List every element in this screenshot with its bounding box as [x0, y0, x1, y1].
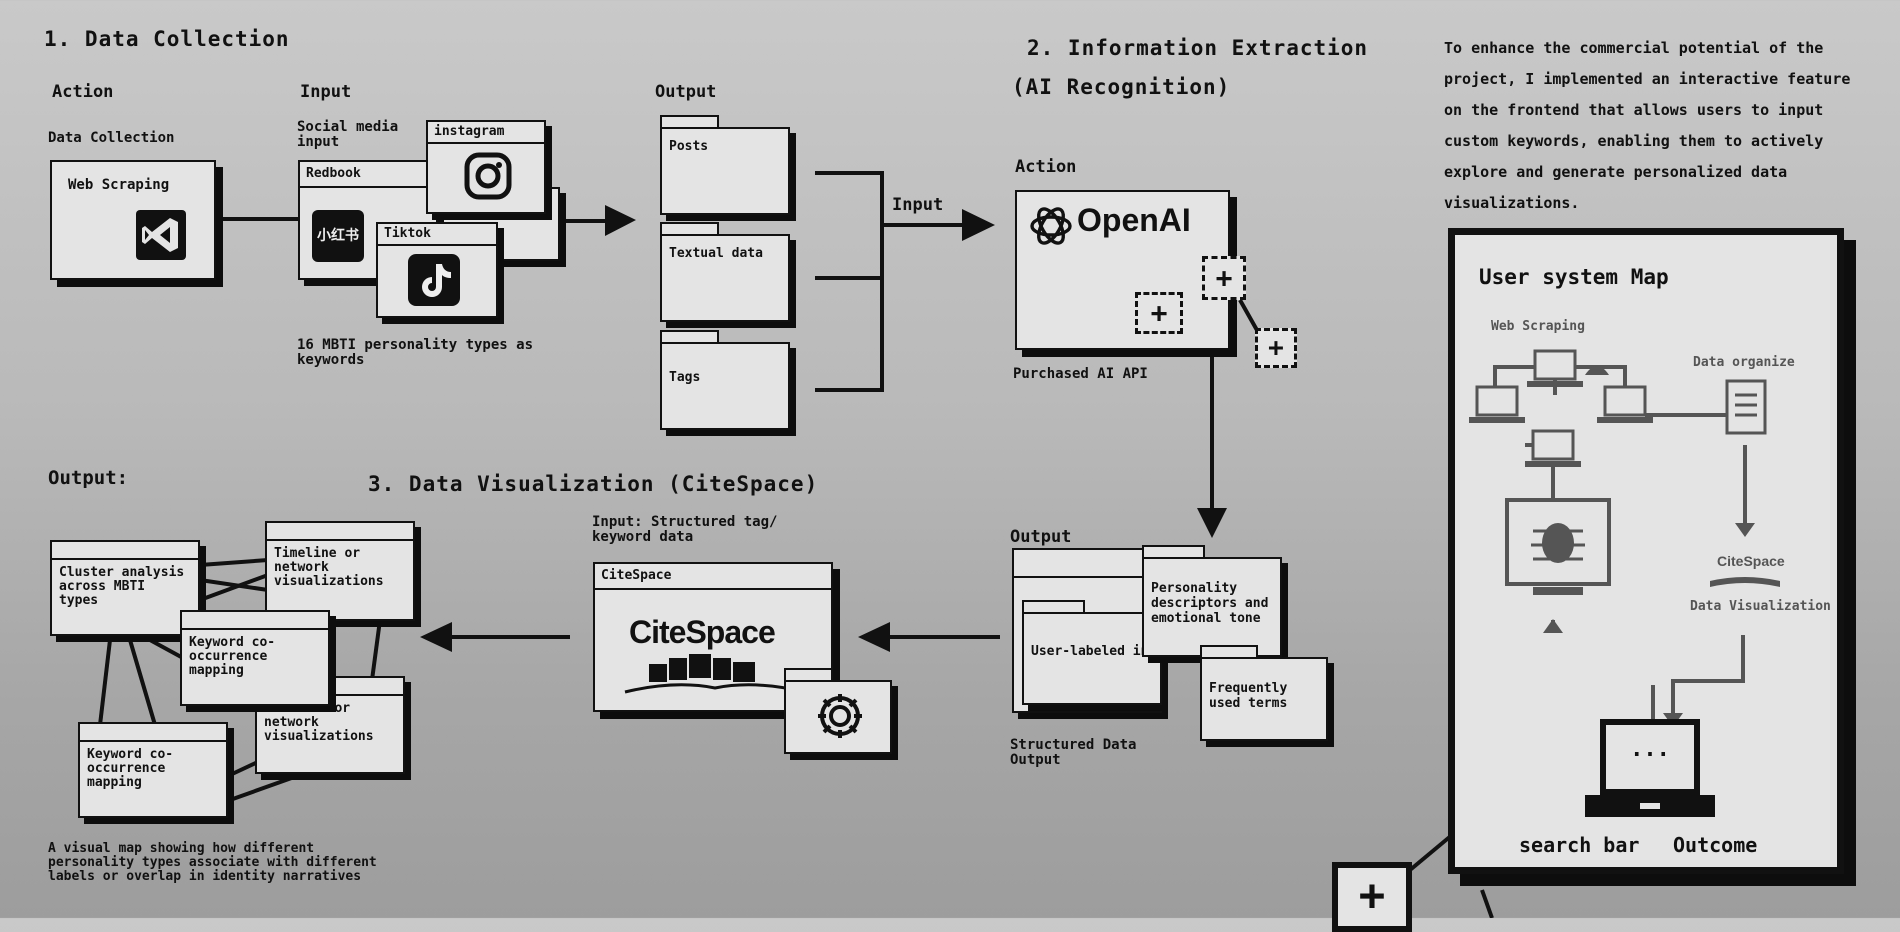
section2-action-label: Action: [1015, 157, 1077, 177]
folder-user-labeled: User-labeled in: [1022, 600, 1162, 705]
output-window-keyword-label: Keyword co-occurrence mapping: [189, 635, 276, 678]
web-scraping-label: Web Scraping: [68, 177, 170, 193]
map-search-bar-label: search bar: [1519, 833, 1640, 857]
section2-output-label: Output: [1010, 527, 1072, 547]
map-diagram: [1469, 349, 1780, 727]
folder-tags: Tags: [660, 330, 790, 430]
instagram-window: instagram: [426, 120, 546, 214]
user-system-map: User system Map Web Scraping Data organi…: [1448, 228, 1844, 874]
laptop-base: [1585, 795, 1715, 817]
redbook-logo-icon: 小红书: [312, 210, 364, 262]
map-data-visualization: Data Visualization: [1690, 599, 1831, 614]
map-data-organize: Data organize: [1693, 355, 1795, 370]
map-outcome-label: Outcome: [1673, 833, 1758, 857]
gear-icon: [818, 694, 862, 738]
document-icon: [1725, 379, 1767, 435]
plus-icon: +: [1202, 256, 1246, 300]
structured-note: Structured Data Output: [1010, 737, 1137, 768]
map-web-scraping: Web Scraping: [1491, 319, 1585, 334]
section1-title: 1. Data Collection: [44, 27, 290, 51]
folder-frequent-label: Frequently used terms: [1200, 657, 1328, 741]
citespace-window-title: CiteSpace: [595, 564, 831, 590]
openai-box: OpenAI +: [1015, 190, 1230, 350]
plus-icon[interactable]: +: [1332, 862, 1412, 932]
tiktok-title: Tiktok: [378, 224, 496, 246]
vscode-icon: [136, 210, 186, 260]
folder-posts-label: Posts: [660, 127, 790, 215]
plus-icon: +: [1255, 328, 1297, 368]
openai-text: OpenAI: [1077, 202, 1191, 238]
output-window-cluster-label: Cluster analysis across MBTI types: [59, 565, 185, 608]
section1-action-sub: Data Collection: [48, 130, 175, 146]
section2-subtitle: (AI Recognition): [1012, 75, 1231, 99]
output-window-cluster: Cluster analysis across MBTI types: [50, 540, 200, 636]
folder-personality: Personality descriptors and emotional to…: [1142, 545, 1282, 657]
section2-title: 2. Information Extraction: [1027, 36, 1369, 60]
plus-icon: +: [1135, 292, 1183, 334]
book-icon: [615, 652, 815, 706]
map-title: User system Map: [1479, 265, 1669, 289]
output-caption: A visual map showing how different perso…: [48, 841, 377, 884]
api-note: Purchased AI API: [1013, 366, 1148, 382]
output-window-timeline: Timeline or network visualizations: [265, 521, 415, 621]
settings-folder: [784, 668, 892, 754]
folder-user-labeled-label: User-labeled in: [1022, 612, 1162, 705]
output-window-keyword-2-label: Keyword co-occurrence mapping: [87, 747, 174, 790]
section1-input-label: Input: [300, 82, 352, 102]
folder-textual: Textual data: [660, 222, 790, 322]
folder-textual-label: Textual data: [660, 234, 790, 322]
bug-icon: [1505, 498, 1611, 595]
folder-frequent: Frequently used terms: [1200, 645, 1328, 741]
citespace-logo-text: CiteSpace: [629, 614, 776, 650]
search-laptop-screen: ...: [1600, 719, 1700, 795]
side-paragraph: To enhance the commercial potential of t…: [1444, 39, 1851, 212]
instagram-title: instagram: [428, 122, 544, 144]
hat-icon: [1585, 366, 1609, 375]
section1-action-label: Action: [52, 82, 114, 102]
folder-tags-label: Tags: [660, 342, 790, 430]
output-title: Output:: [48, 467, 129, 489]
bracket-input-label: Input: [892, 195, 944, 215]
folder-posts: Posts: [660, 115, 790, 215]
output-window-keyword: Keyword co-occurrence mapping: [180, 610, 330, 706]
laptop-icon: [1525, 429, 1581, 467]
output-window-keyword-2: Keyword co-occurrence mapping: [78, 722, 228, 818]
output-window-timeline-label: Timeline or network visualizations: [274, 546, 384, 589]
laptop-icon: [1527, 349, 1583, 387]
map-citespace-small: CiteSpace: [1717, 553, 1785, 569]
instagram-icon: [464, 152, 512, 204]
social-media-input-label: Social media input: [297, 119, 399, 150]
section1-output-label: Output: [655, 82, 717, 102]
openai-logo-icon: [1027, 202, 1075, 254]
web-scraping-box: Web Scraping: [50, 160, 216, 280]
section3-input-note: Input: Structured tag/ keyword data: [592, 514, 778, 545]
section3-title: 3. Data Visualization (CiteSpace): [368, 472, 819, 496]
laptop-icon: [1469, 385, 1525, 423]
redbook-title: Redbook: [300, 162, 436, 188]
tiktok-window: Tiktok: [376, 222, 498, 318]
tiktok-icon: [408, 254, 460, 306]
small-book-icon: [1710, 577, 1780, 587]
laptop-icon: [1597, 385, 1653, 423]
keywords-note: 16 MBTI personality types as keywords: [297, 337, 534, 368]
folder-personality-label: Personality descriptors and emotional to…: [1142, 557, 1282, 657]
